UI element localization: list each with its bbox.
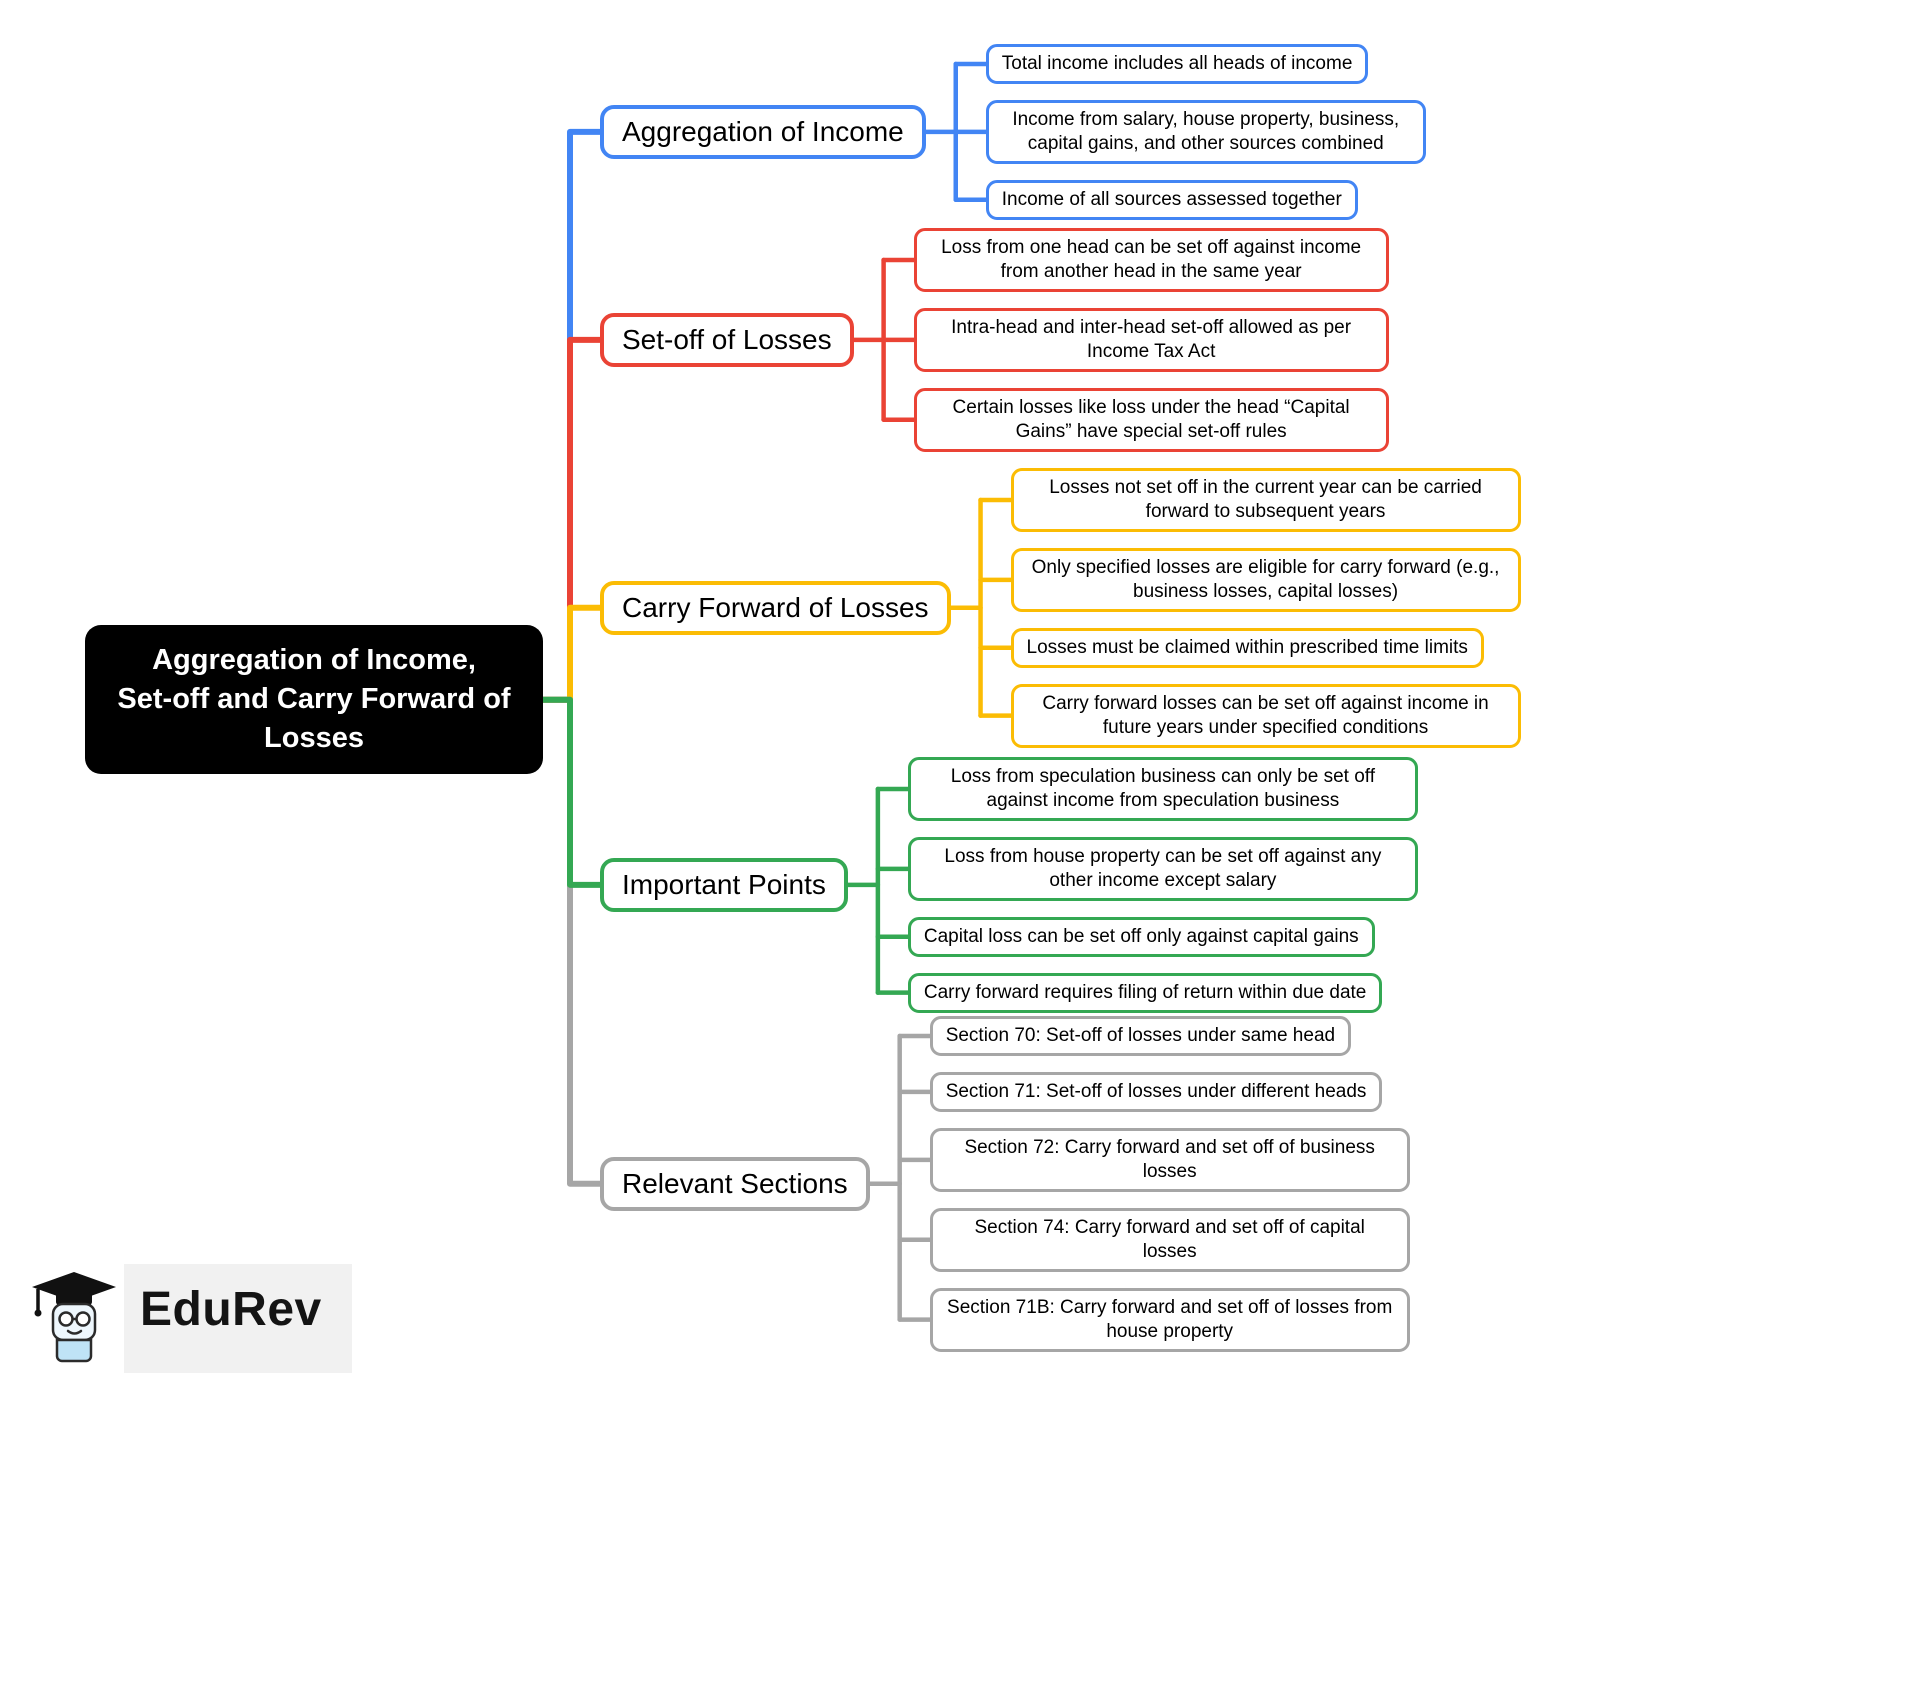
leaf-node: Income of all sources assessed together — [985, 179, 1358, 220]
leaf-node: Only specified losses are eligible for c… — [1010, 547, 1521, 612]
branch-leaves: Losses not set off in the current year c… — [1010, 468, 1521, 748]
leaf-node: Loss from speculation business can only … — [907, 757, 1418, 821]
leaf-node: Carry forward losses can be set off agai… — [1010, 683, 1521, 748]
root-node: Aggregation of Income, Set-off and Carry… — [85, 625, 543, 775]
leaf-node: Loss from house property can be set off … — [907, 836, 1418, 901]
branch-set-off-of-losses: Set-off of Losses Loss from one head can… — [600, 228, 1389, 452]
root-title-line: Set-off and Carry Forward of — [117, 683, 511, 716]
branch-label: Set-off of Losses — [600, 313, 854, 367]
leaf-node: Section 70: Set-off of losses under same… — [929, 1016, 1352, 1056]
leaf-node: Certain losses like loss under the head … — [913, 387, 1389, 452]
leaf-node: Carry forward requires filing of return … — [907, 972, 1383, 1013]
leaf-node: Losses not set off in the current year c… — [1010, 468, 1521, 532]
root-title-line: Aggregation of Income, — [152, 644, 476, 676]
branch-label: Important Points — [600, 858, 848, 912]
leaf-node: Capital loss can be set off only against… — [907, 916, 1375, 957]
branch-leaves: Section 70: Set-off of losses under same… — [929, 1016, 1410, 1352]
root-title-line: Losses — [264, 722, 364, 755]
leaf-node: Section 72: Carry forward and set off of… — [929, 1127, 1410, 1192]
branch-label: Aggregation of Income — [600, 105, 926, 159]
branch-leaves: Loss from one head can be set off agains… — [913, 228, 1389, 452]
leaf-node: Section 74: Carry forward and set off of… — [929, 1207, 1410, 1272]
branch-label: Carry Forward of Losses — [600, 580, 951, 635]
branch-leaves: Total income includes all heads of incom… — [985, 44, 1426, 220]
branch-carry-forward-of-losses: Carry Forward of Losses Losses not set o… — [600, 468, 1521, 748]
edurev-logo: EduRev — [28, 1264, 352, 1373]
edurev-mascot-icon — [32, 1272, 116, 1363]
leaf-node: Income from salary, house property, busi… — [985, 99, 1426, 164]
branch-relevant-sections: Relevant Sections Section 70: Set-off of… — [600, 1016, 1410, 1352]
leaf-node: Loss from one head can be set off agains… — [913, 228, 1389, 292]
edurev-logo-text: EduRev — [124, 1264, 352, 1373]
branch-aggregation-of-income: Aggregation of Income Total income inclu… — [600, 44, 1426, 220]
branch-leaves: Loss from speculation business can only … — [907, 757, 1418, 1013]
leaf-node: Section 71B: Carry forward and set off o… — [929, 1287, 1410, 1352]
leaf-node: Losses must be claimed within prescribed… — [1010, 627, 1484, 668]
edurev-mascot — [28, 1264, 120, 1369]
leaf-node: Section 71: Set-off of losses under diff… — [929, 1071, 1383, 1112]
branch-label: Relevant Sections — [600, 1156, 870, 1211]
leaf-node: Total income includes all heads of incom… — [985, 44, 1369, 84]
leaf-node: Intra-head and inter-head set-off allowe… — [913, 307, 1389, 372]
branch-important-points: Important Points Loss from speculation b… — [600, 757, 1418, 1013]
